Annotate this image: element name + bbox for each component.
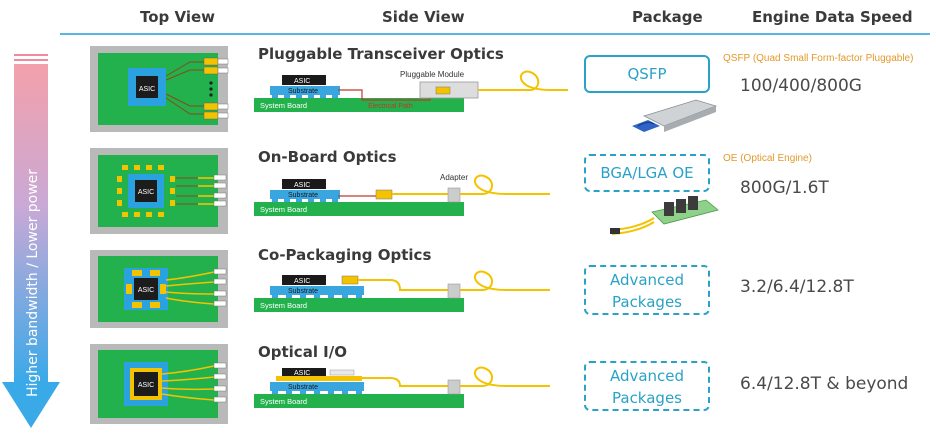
package-label-line1: Advanced bbox=[609, 271, 685, 289]
svg-text:ASIC: ASIC bbox=[138, 287, 154, 294]
side-view-onboard: System Board Substrate ASIC Adapter bbox=[250, 166, 570, 241]
optical-engine-icon bbox=[608, 190, 720, 240]
row-title-pluggable: Pluggable Transceiver Optics bbox=[258, 45, 504, 63]
top-view-copackaged: ASIC bbox=[90, 250, 230, 328]
substrate-label: Substrate bbox=[288, 384, 318, 391]
svg-text:ASIC: ASIC bbox=[138, 189, 154, 196]
top-view-onboard: ASIC bbox=[90, 148, 230, 234]
adapter-label: Adapter bbox=[440, 173, 468, 182]
speed-onboard: 800G/1.6T bbox=[740, 178, 829, 198]
package-advanced-oio: Advanced Packages bbox=[584, 361, 710, 411]
qsfp-module-icon bbox=[630, 96, 720, 136]
package-note-qsfp: QSFP (Quad Small Form-factor Pluggable) bbox=[723, 53, 914, 64]
top-view-optical-io: ASIC bbox=[90, 344, 230, 424]
package-qsfp: QSFP bbox=[584, 55, 710, 93]
side-view-copackaged: System Board Substrate ASIC bbox=[250, 262, 570, 337]
asic-label: ASIC bbox=[294, 370, 310, 377]
system-board-label: System Board bbox=[260, 205, 307, 214]
pluggable-module-label: Pluggable Module bbox=[400, 70, 465, 79]
header-divider bbox=[60, 33, 930, 35]
arrow-label: Higher bandwidth / Lower power bbox=[25, 168, 41, 398]
asic-label: ASIC bbox=[294, 182, 310, 189]
package-advanced-cpo: Advanced Packages bbox=[584, 265, 710, 315]
header-side-view: Side View bbox=[382, 8, 465, 26]
substrate-label: Substrate bbox=[288, 88, 318, 95]
header-engine-speed: Engine Data Speed bbox=[752, 8, 913, 26]
svg-text:ASIC: ASIC bbox=[138, 382, 154, 389]
asic-label: ASIC bbox=[294, 278, 310, 285]
row-title-optical-io: Optical I/O bbox=[258, 343, 347, 361]
electrical-path-label: Electrical Path bbox=[368, 103, 413, 110]
header-top-view: Top View bbox=[140, 8, 216, 26]
speed-copackaged: 3.2/6.4/12.8T bbox=[740, 277, 854, 297]
arrow-graphic bbox=[2, 54, 60, 428]
substrate-label: Substrate bbox=[288, 192, 318, 199]
side-view-pluggable: System Board Substrate ASIC Electrical P… bbox=[250, 62, 570, 137]
top-view-pluggable: ASIC bbox=[90, 46, 230, 132]
side-view-optical-io: System Board Substrate ASIC bbox=[250, 358, 570, 433]
row-title-onboard: On-Board Optics bbox=[258, 148, 397, 166]
speed-pluggable: 100/400/800G bbox=[740, 76, 862, 96]
system-board-label: System Board bbox=[260, 301, 307, 310]
system-board-label: System Board bbox=[260, 101, 307, 110]
package-label-line2: Packages bbox=[612, 293, 682, 311]
substrate-label: Substrate bbox=[288, 288, 318, 295]
package-bga-lga: BGA/LGA OE bbox=[584, 154, 710, 192]
header-package: Package bbox=[632, 8, 703, 26]
package-note-oe: OE (Optical Engine) bbox=[723, 153, 812, 164]
package-label-line2: Packages bbox=[612, 389, 682, 407]
svg-text:ASIC: ASIC bbox=[139, 86, 155, 93]
row-title-copackaged: Co-Packaging Optics bbox=[258, 246, 432, 264]
speed-optical-io: 6.4/12.8T & beyond bbox=[740, 374, 909, 394]
bandwidth-arrow: Higher bandwidth / Lower power bbox=[0, 52, 62, 432]
package-label-line1: Advanced bbox=[609, 367, 685, 385]
asic-label: ASIC bbox=[294, 78, 310, 85]
system-board-label: System Board bbox=[260, 397, 307, 406]
